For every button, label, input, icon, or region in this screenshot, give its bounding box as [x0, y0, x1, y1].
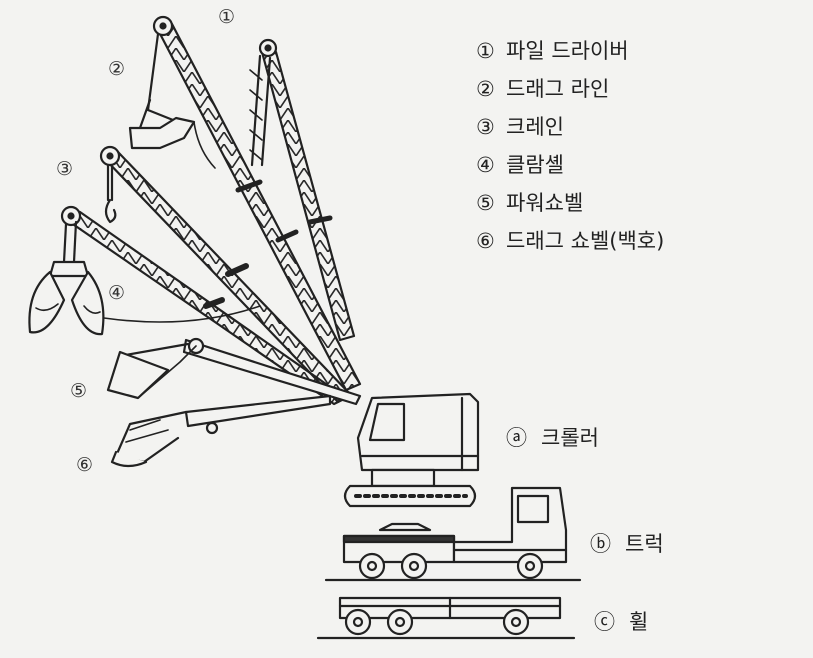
- marker-crane: ③: [56, 158, 73, 180]
- marker-drag-shovel: ⑥: [76, 454, 93, 476]
- wheel-carrier: [318, 598, 574, 638]
- marker-drag-line: ②: [108, 58, 125, 80]
- marker-pile-driver: ①: [218, 6, 235, 28]
- crawler-carrier: [345, 394, 478, 506]
- marker-power-shovel: ⑤: [70, 380, 87, 402]
- drag-shovel-backhoe: [112, 396, 330, 466]
- marker-clamshell: ④: [108, 282, 125, 304]
